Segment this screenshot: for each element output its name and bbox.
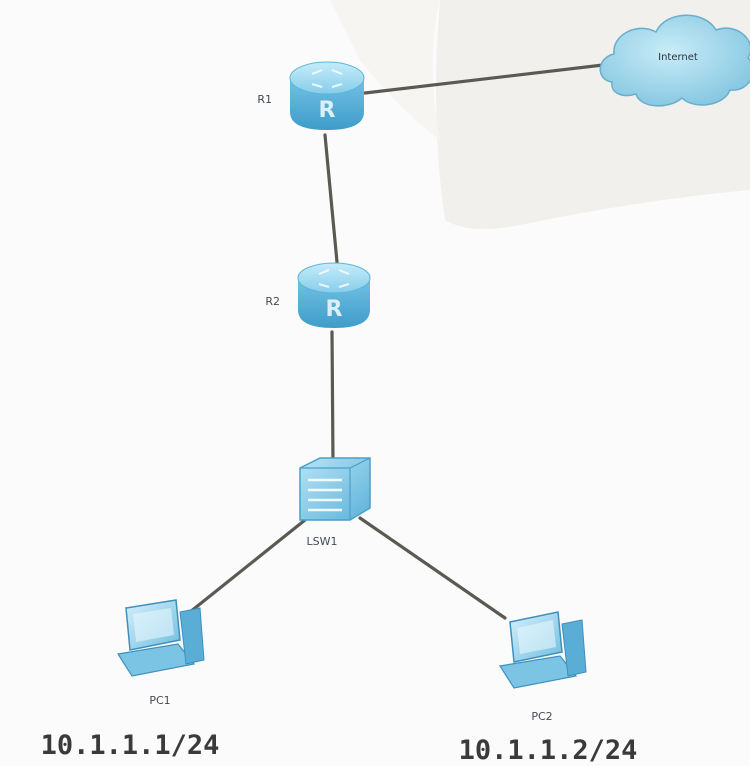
- r2-label: R2: [265, 295, 280, 308]
- pc1-label: PC1: [149, 694, 170, 707]
- cloud-icon: [599, 14, 750, 107]
- pc2-ip-address: 10.1.1.2/24: [459, 735, 638, 766]
- pc1-ip-address: 10.1.1.1/24: [41, 730, 220, 761]
- r1-label: R1: [257, 93, 272, 106]
- router-arrows: [318, 269, 350, 288]
- keyboard-icon: [117, 643, 196, 677]
- switch-lsw1[interactable]: LSW1: [299, 457, 371, 548]
- background-shade: [330, 0, 440, 140]
- router-r2[interactable]: R R2: [265, 262, 371, 328]
- pc1[interactable]: PC1: [117, 599, 205, 707]
- router-top: [289, 61, 365, 95]
- switch-arrows: [308, 478, 342, 512]
- link-lsw1-pc2: [358, 516, 507, 620]
- tower-icon: [561, 619, 587, 677]
- router-glyph: R: [319, 98, 336, 123]
- router-glyph: R: [326, 297, 343, 322]
- tower-icon: [179, 607, 205, 665]
- lsw1-label: LSW1: [307, 535, 338, 548]
- link-r1-r2: [323, 133, 339, 264]
- pc2[interactable]: PC2: [499, 611, 587, 723]
- link-lsw1-pc1: [188, 518, 307, 614]
- internet-label: Internet: [658, 52, 698, 63]
- link-r2-lsw1: [330, 330, 335, 464]
- keyboard-icon: [499, 655, 578, 689]
- links: [188, 63, 605, 620]
- link-r1-internet: [363, 63, 605, 95]
- router-r1[interactable]: R R1: [257, 61, 365, 130]
- internet-cloud[interactable]: Internet: [599, 14, 750, 107]
- router-top: [297, 262, 371, 294]
- router-arrows: [311, 69, 343, 88]
- pc2-label: PC2: [531, 710, 552, 723]
